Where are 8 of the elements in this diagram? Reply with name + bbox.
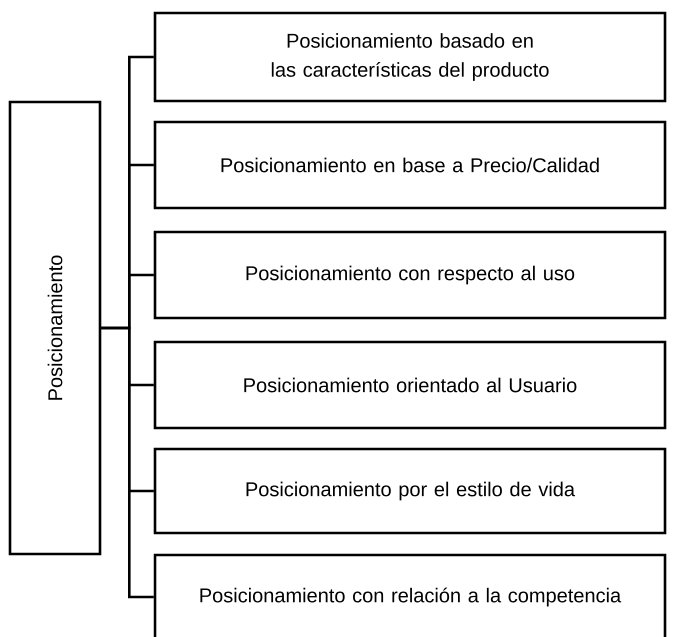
type-box: Posicionamiento con relación a la competencia [154, 554, 666, 637]
type-box: Posicionamiento por el estilo de vida [154, 448, 666, 534]
type-box: Posicionamiento con respecto al uso [154, 230, 666, 320]
category-box: Posicionamiento [8, 100, 102, 556]
type-box: Posicionamiento en base a Precio/Calidad [154, 120, 666, 210]
type-box: Posicionamiento basado en las características del producto [154, 12, 666, 102]
connector-line [101, 326, 154, 598]
type-box: Posicionamiento orientado al Usuario [154, 340, 666, 430]
